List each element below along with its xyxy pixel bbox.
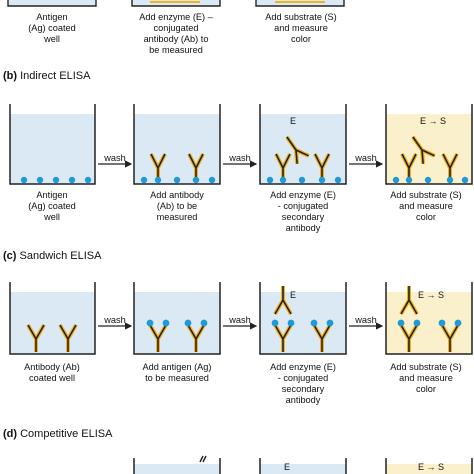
sandwich-well-2 [133,282,221,355]
competitive-well-2 [133,455,221,474]
top-row-wells [7,0,345,7]
wash-label: wash [229,315,251,325]
top-well-1 [7,0,97,7]
indirect-well-3 [259,104,347,185]
capture-antibody [148,324,168,352]
capture-antibody [399,324,419,352]
indirect-caption-1: Antigen (Ag) coated well [28,190,76,222]
top-caption-2: Add enzyme (E) – conjugated antibody (Ab… [139,12,213,55]
competitive-elisa-label: (d) [3,428,18,440]
competitive-elisa-title: (d) Competitive ELISA [3,428,112,440]
indirect-elisa-label: (b) [3,70,18,82]
top-caption-3: Add substrate (S) and measure color [265,12,337,44]
sandwich-elisa-label: (c) [3,250,17,262]
sandwich-caption-3: Add enzyme (E) - conjugated secondary an… [270,362,336,405]
indirect-caption-3: Add enzyme (E) - conjugated secondary an… [270,190,336,233]
detection-antibody [399,286,419,315]
indirect-elisa-title: (b) Indirect ELISA [3,70,90,82]
sandwich-well-4 [385,282,473,355]
wash-label: wash [355,153,377,163]
sandwich-well-3 [259,282,347,355]
competitive-substrate-label: E → S [418,462,445,472]
capture-antibody [312,324,332,352]
competitive-elisa-name: Competitive ELISA [20,428,113,440]
wash-label: wash [104,315,126,325]
wash-label: wash [355,315,377,325]
capture-antibody [186,324,206,352]
detection-antibody [273,286,293,315]
indirect-substrate-label: E → S [420,116,447,126]
antigen-dot [52,176,60,184]
competitive-enzyme-label: E [284,462,291,472]
competitive-well-4 [385,458,473,474]
competitive-well-3 [259,458,347,474]
indirect-caption-4: Add substrate (S) and measure color [390,190,462,222]
sandwich-elisa-name: Sandwich ELISA [19,250,102,262]
capture-antibody [273,324,293,352]
wash-label: wash [229,153,251,163]
sandwich-well-1 [9,282,96,355]
secondary-antibody [411,135,436,165]
indirect-enzyme-label: E [290,116,297,126]
capture-antibody [26,324,46,352]
sandwich-substrate-label: E → S [418,290,445,300]
sandwich-caption-1: Antibody (Ab) coated well [24,362,80,383]
antigen-dot [84,176,92,184]
sandwich-enzyme-label: E [290,290,297,300]
sandwich-caption-4: Add substrate (S) and measure color [390,362,462,394]
antibody [400,153,418,180]
wash-label: wash [104,153,126,163]
top-well-3 [255,0,345,7]
antigen-dot [36,176,44,184]
indirect-caption-2: Add antibody (Ab) to be measured [150,190,204,222]
top-caption-1: Antigen (Ag) coated well [28,12,76,44]
top-well-2 [131,0,221,7]
indirect-well-4 [385,104,473,185]
sandwich-caption-2: Add antigen (Ag) to be measured [142,362,212,383]
antigen-dot [20,176,28,184]
indirect-well-1 [9,104,96,185]
capture-antibody [58,324,78,352]
capture-antibody [440,324,460,352]
secondary-antibody [285,135,310,165]
antigen-dot [68,176,76,184]
antibody [441,153,459,180]
indirect-well-2 [133,104,221,185]
sandwich-elisa-title: (c) Sandwich ELISA [3,250,101,262]
indirect-elisa-name: Indirect ELISA [20,70,91,82]
